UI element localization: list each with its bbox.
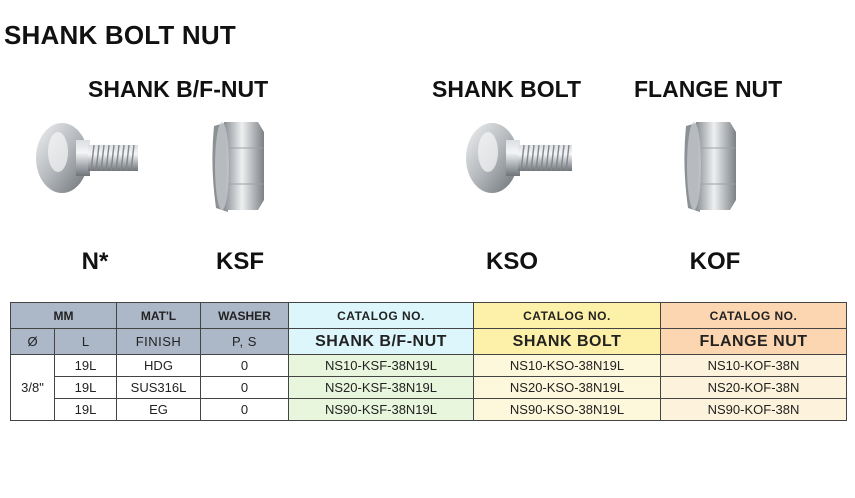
catalog-bfnut-cell: NS90-KSF-38N19L [288,398,474,421]
spec-table: MM MAT'L WASHER CATALOG NO. CATALOG NO. … [10,302,847,421]
header-shank-bolt: SHANK BOLT [473,328,661,355]
flange-nut-image [212,122,264,212]
length-cell: 19L [54,398,117,421]
finish-cell: EG [116,398,201,421]
header-diameter: Ø [10,328,55,355]
catalog-bolt-cell: NS10-KSO-38N19L [473,354,661,377]
catalog-bolt-cell: NS90-KSO-38N19L [473,398,661,421]
length-cell: 19L [54,354,117,377]
catalog-nut-cell: NS20-KOF-38N [660,376,847,399]
header-catalog-bfnut: CATALOG NO. [288,302,474,329]
header-length: L [54,328,117,355]
catalog-nut-cell: NS10-KOF-38N [660,354,847,377]
catalog-bolt-cell: NS20-KSO-38N19L [473,376,661,399]
washer-cell: 0 [200,376,289,399]
part-code-kof: KOF [689,248,741,275]
header-finish: FINISH [116,328,201,355]
header-matl: MAT'L [116,302,201,329]
washer-cell: 0 [200,398,289,421]
header-mm: MM [10,302,117,329]
catalog-nut-cell: NS90-KOF-38N [660,398,847,421]
header-washer: WASHER [200,302,289,329]
finish-cell: SUS316L [116,376,201,399]
catalog-bfnut-cell: NS10-KSF-38N19L [288,354,474,377]
flange-nut-image [684,122,736,212]
diameter-cell: 3/8" [10,354,55,421]
header-catalog-bolt: CATALOG NO. [473,302,661,329]
header-flange-nut: FLANGE NUT [660,328,847,355]
header-catalog-nut: CATALOG NO. [660,302,847,329]
shank-bolt-image [36,123,138,193]
table-row: 3/8" 19L HDG 0 NS10-KSF-38N19L NS10-KSO-… [10,354,847,421]
part-code-kso: KSO [485,248,538,275]
part-code-ksf: KSF [216,248,264,275]
shank-bolt-image [466,123,572,193]
header-ps: P, S [200,328,289,355]
group-label-flange-nut: FLANGE NUT [634,76,783,102]
page-title: SHANK BOLT NUT [4,20,236,50]
header-shank-bfnut: SHANK B/F-NUT [288,328,474,355]
group-label-shank-bf-nut: SHANK B/F-NUT [88,76,269,102]
finish-cell: HDG [116,354,201,377]
group-label-shank-bolt: SHANK BOLT [432,76,582,102]
length-cell: 19L [54,376,117,399]
table-row: 19L SUS316L 0 NS20-KSF-38N19L NS20-KSO-3… [11,376,847,399]
table-row: 19L EG 0 NS90-KSF-38N19L NS90-KSO-38N19L… [11,398,847,421]
catalog-bfnut-cell: NS20-KSF-38N19L [288,376,474,399]
part-code-n: N* [81,248,109,275]
washer-cell: 0 [200,354,289,377]
